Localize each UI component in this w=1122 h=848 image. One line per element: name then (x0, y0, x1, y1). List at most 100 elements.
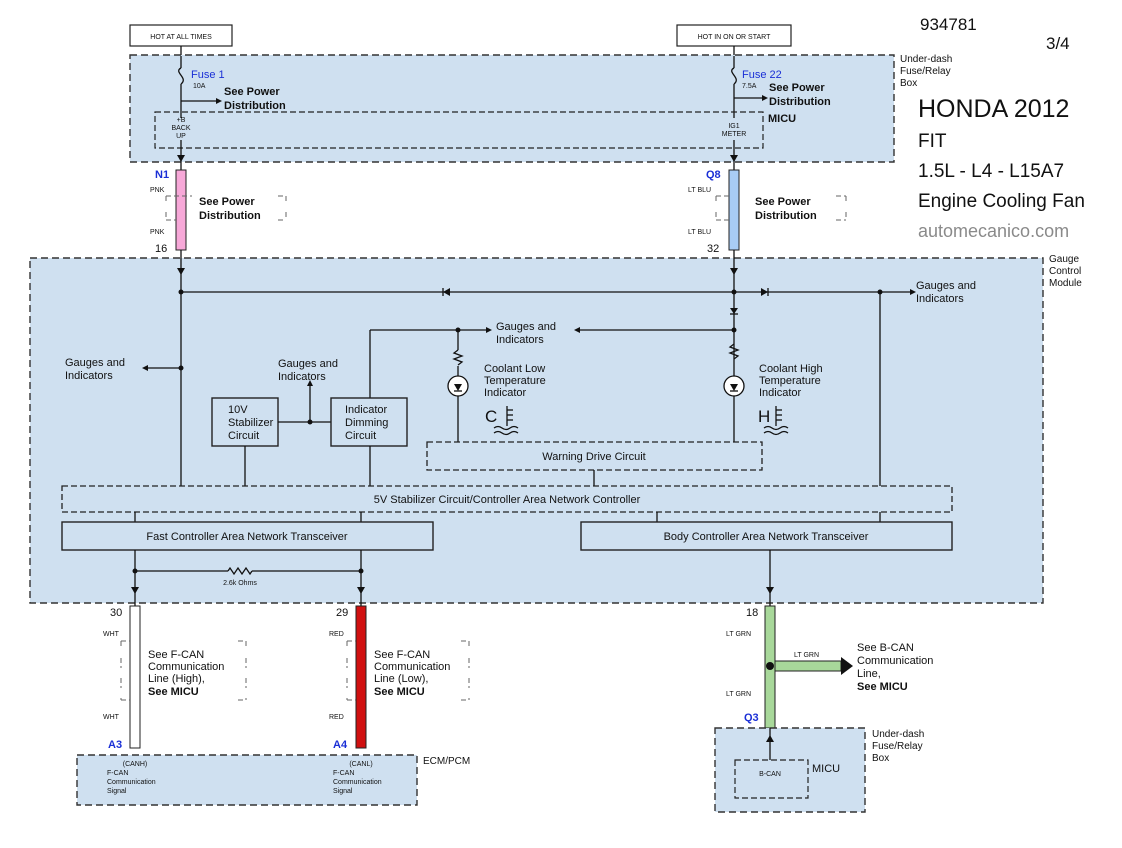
svg-text:Distribution: Distribution (199, 210, 261, 222)
see-power-distribution-fuse22: See Power (769, 82, 825, 94)
svg-text:Signal: Signal (107, 788, 127, 795)
wire-wht-color-bot: WHT (103, 714, 120, 721)
source-watermark: automecanico.com (918, 221, 1069, 241)
svg-text:See MICU: See MICU (148, 686, 199, 698)
svg-text:Communication: Communication (374, 661, 450, 673)
svg-text:See MICU: See MICU (857, 681, 908, 693)
indicator-dimming-box (330, 397, 408, 447)
wire-red (355, 605, 367, 749)
wire-red-color-top: RED (329, 631, 344, 638)
svg-text:Indicators: Indicators (65, 370, 113, 382)
svg-text:Stabilizer: Stabilizer (228, 417, 274, 429)
svg-text:Line,: Line, (857, 668, 881, 680)
canh-tag: (CANH) (123, 761, 148, 768)
canl-tag: (CANL) (349, 761, 372, 768)
wire-ltgrn-color-bot: LT GRN (726, 691, 751, 698)
resistor-high (728, 343, 740, 360)
stabilizer-10v-label: 10V (228, 404, 248, 416)
svg-text:Indicators: Indicators (916, 293, 964, 305)
doc-id: 934781 (920, 15, 977, 34)
pin-18: 18 (746, 607, 758, 619)
svg-text:Distribution: Distribution (224, 100, 286, 112)
gauge-module-name: Gauge (1049, 254, 1079, 265)
svg-text:Fuse/Relay: Fuse/Relay (872, 741, 923, 752)
pin-meter-label: IG1 (728, 123, 739, 130)
underdash-fuse-relay-box (129, 54, 895, 163)
svg-text:Line (Low),: Line (Low), (374, 673, 428, 685)
engine: 1.5L - L4 - L15A7 (918, 161, 1064, 182)
hot-in-on-or-start-label: HOT IN ON OR START (698, 34, 771, 41)
canh-signal: F-CAN (107, 770, 128, 777)
diode-q8-icon (730, 308, 738, 314)
coolant-low-letter: C (485, 407, 497, 426)
fast-can-transceiver-label: Fast Controller Area Network Transceiver (146, 531, 347, 543)
connector-n1: N1 (155, 169, 169, 181)
svg-text:Signal: Signal (333, 788, 353, 795)
wire-pnk (175, 169, 187, 251)
svg-text:BACK: BACK (171, 125, 190, 132)
underdash-box-name: Under-dash (900, 54, 952, 65)
svg-text:Module: Module (1049, 278, 1082, 289)
svg-text:Communication: Communication (333, 779, 382, 786)
svg-text:Box: Box (872, 753, 889, 764)
bcan-pin: B-CAN (759, 771, 781, 778)
pin-16: 16 (155, 243, 167, 255)
fast-can-transceiver-box (61, 521, 434, 551)
micu-top-label: MICU (768, 113, 796, 125)
svg-text:See MICU: See MICU (374, 686, 425, 698)
system-name: Engine Cooling Fan (918, 191, 1085, 212)
svg-text:Distribution: Distribution (769, 96, 831, 108)
connector-q3: Q3 (744, 712, 759, 724)
coolant-high-letter: H (758, 407, 770, 426)
svg-text:Control: Control (1049, 266, 1081, 277)
svg-text:UP: UP (176, 133, 186, 140)
svg-text:Line (High),: Line (High), (148, 673, 205, 685)
svg-text:Communication: Communication (107, 779, 156, 786)
pin-30: 30 (110, 607, 122, 619)
resistor-value: 2.6k Ohms (223, 580, 257, 587)
wire-ltgrn-color-mid: LT GRN (794, 652, 819, 659)
wire-pnk-color-top: PNK (150, 187, 165, 194)
model: FIT (918, 131, 947, 152)
gauges-indicators-middle: Gauges and (496, 321, 556, 333)
svg-text:Circuit: Circuit (228, 430, 259, 442)
see-power-distribution-ltblu: See Power (755, 196, 811, 208)
see-fcan-low: See F-CAN (374, 649, 430, 661)
resistor-low (452, 349, 464, 366)
body-can-transceiver-box (580, 521, 953, 551)
can-controller-box (61, 485, 953, 513)
svg-text:Box: Box (900, 78, 917, 89)
micu-bottom-box (734, 759, 809, 799)
gauges-indicators-left: Gauges and (65, 357, 125, 369)
connector-q8: Q8 (706, 169, 721, 181)
svg-text:Indicators: Indicators (278, 371, 326, 383)
fuse-1-rating: 10A (193, 83, 206, 90)
diode-left-icon (443, 288, 450, 296)
wire-wht-color-top: WHT (103, 631, 120, 638)
connector-a4: A4 (333, 739, 348, 751)
wire-ltblu-color-bot: LT BLU (688, 229, 711, 236)
svg-text:Indicator: Indicator (759, 387, 802, 399)
see-power-distribution-fuse1: See Power (224, 86, 280, 98)
indicator-dimming-label: Indicator (345, 404, 388, 416)
wire-lt-grn-branch (774, 660, 842, 672)
fuse-22-symbol (731, 67, 737, 85)
coolant-low-thermometer-icon (493, 406, 519, 436)
svg-text:Indicators: Indicators (496, 334, 544, 346)
svg-text:METER: METER (722, 131, 747, 138)
wire-red-color-bot: RED (329, 714, 344, 721)
micu-bottom-label: MICU (812, 763, 840, 775)
pin-backup-label: +B (177, 117, 186, 124)
warning-drive-circuit-box (426, 441, 763, 471)
coolant-high-thermometer-icon (763, 406, 789, 436)
underdash-bottom-name: Under-dash (872, 729, 924, 740)
make-year: HONDA 2012 (918, 95, 1069, 123)
wire-ltgrn-color-top: LT GRN (726, 631, 751, 638)
warning-drive-label: Warning Drive Circuit (542, 451, 646, 463)
pin-32: 32 (707, 243, 719, 255)
fuse-1-symbol (178, 67, 184, 85)
svg-text:Indicator: Indicator (484, 387, 527, 399)
fuse-1-name: Fuse 1 (191, 69, 225, 81)
connector-a3: A3 (108, 739, 122, 751)
